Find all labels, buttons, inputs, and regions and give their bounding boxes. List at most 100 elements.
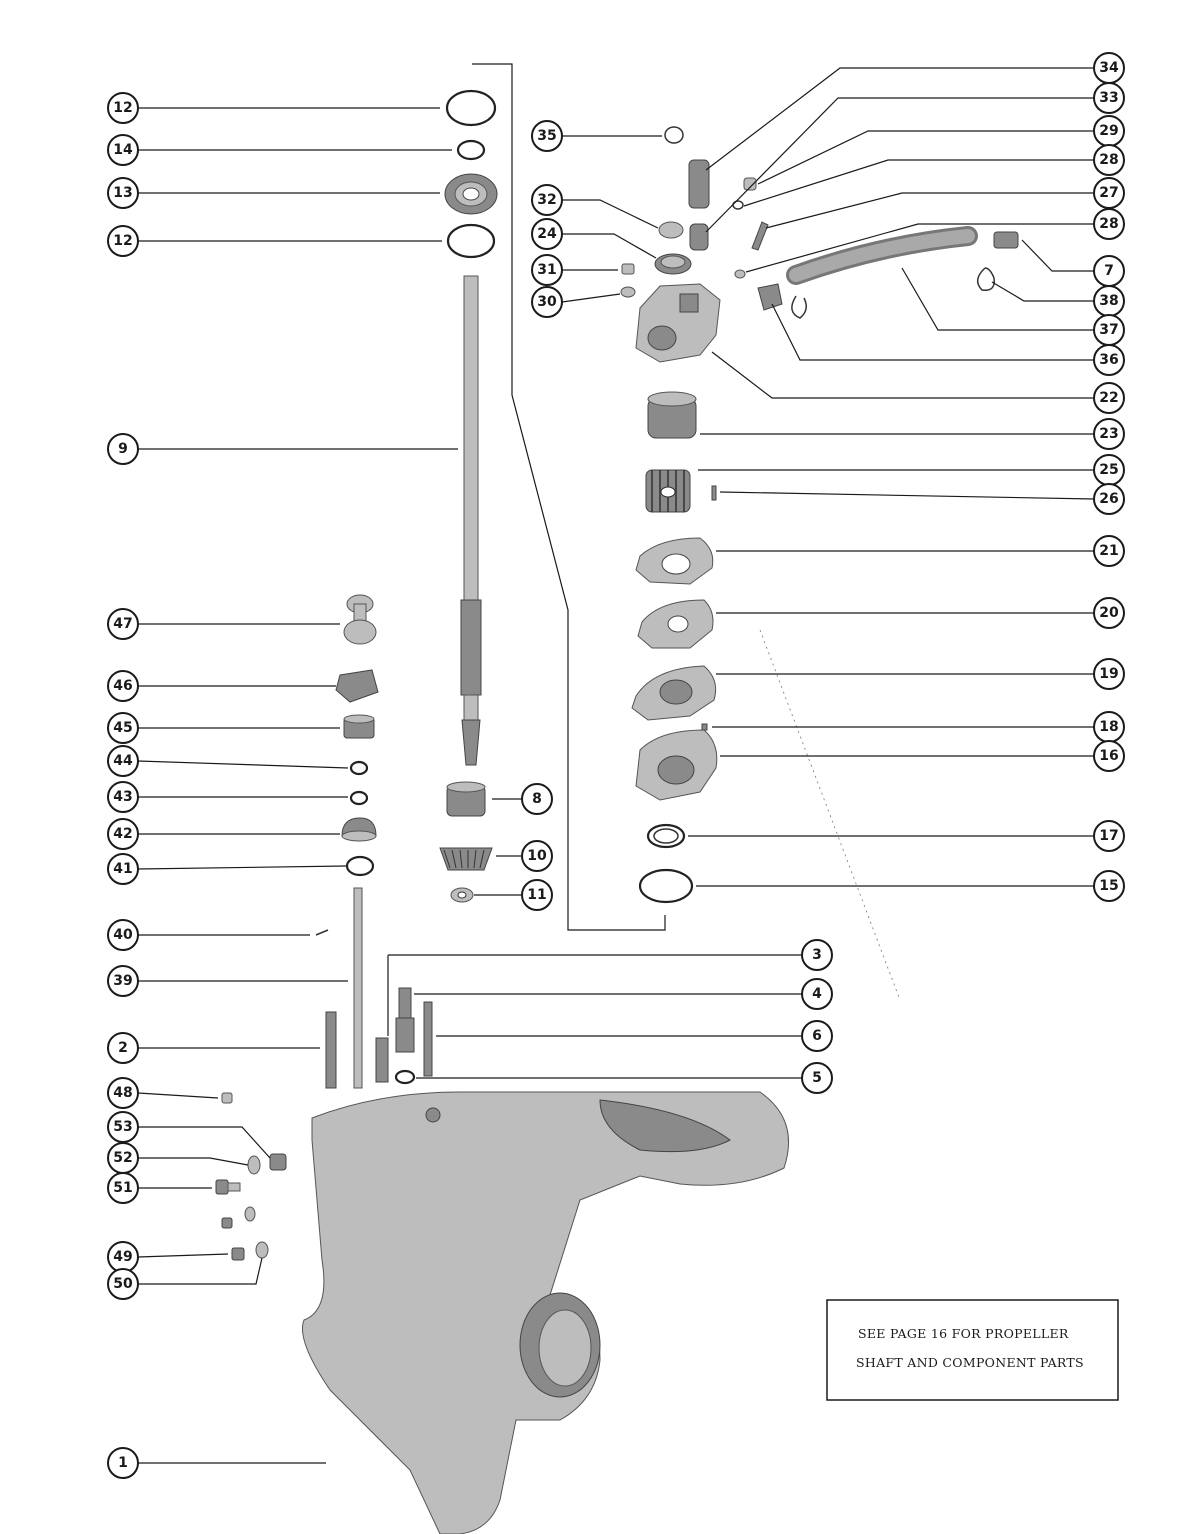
callout-10: 10 (521, 840, 553, 872)
callout-21: 21 (1093, 535, 1125, 567)
part-47-spool (343, 594, 377, 645)
svg-text:12: 12 (113, 233, 132, 249)
callout-4: 4 (801, 978, 833, 1010)
svg-text:53: 53 (113, 1119, 132, 1135)
callout-12: 12 (107, 92, 139, 124)
part-12-oring-top (445, 89, 497, 127)
part-39-shift-shaft (353, 887, 363, 1089)
part-50-washer (255, 1241, 269, 1259)
callout-12-second: 12 (107, 225, 139, 257)
svg-text:20: 20 (1099, 605, 1119, 621)
callout-8: 8 (521, 783, 553, 815)
svg-text:48: 48 (113, 1085, 132, 1101)
svg-text:35: 35 (537, 128, 556, 144)
leader-lines (137, 67, 1095, 1464)
part-4-dowel (395, 987, 415, 1053)
svg-text:8: 8 (532, 791, 542, 807)
svg-text:32: 32 (537, 192, 556, 208)
part-33-grommet (689, 223, 709, 251)
svg-text:7: 7 (1104, 263, 1114, 279)
svg-text:9: 9 (118, 441, 128, 457)
part-fitting-washer (244, 1206, 256, 1222)
part-45-bushing (343, 714, 375, 739)
svg-text:13: 13 (113, 185, 132, 201)
callout-41: 41 (107, 853, 139, 885)
part-42-retainer (341, 817, 377, 842)
part-14-ring (456, 139, 486, 161)
note-line-2: SHAFT AND COMPONENT PARTS (856, 1355, 1084, 1370)
callout-28: 28 (1093, 144, 1125, 176)
part-5-oring (394, 1069, 416, 1085)
callout-13: 13 (107, 177, 139, 209)
callout-52: 52 (107, 1142, 139, 1174)
callout-34: 34 (1093, 52, 1125, 84)
svg-text:17: 17 (1099, 828, 1118, 844)
callout-1: 1 (107, 1447, 139, 1479)
part-22-pump-housing (635, 283, 721, 363)
callout-11: 11 (521, 879, 553, 911)
part-52-washer (247, 1155, 261, 1175)
part-28-washer-2 (734, 269, 746, 279)
part-48-plug (221, 1092, 233, 1104)
alignment-line (759, 629, 901, 1001)
part-hose-clip (791, 295, 807, 319)
part-illustrations (215, 63, 1019, 1534)
part-53-screw (269, 1153, 287, 1171)
part-15-oring (638, 868, 694, 904)
svg-text:16: 16 (1099, 748, 1118, 764)
svg-text:29: 29 (1099, 123, 1118, 139)
callouts: 12 14 13 12 9 47 46 45 44 43 42 41 40 39… (107, 52, 1125, 1479)
part-30-washer (620, 286, 636, 298)
callout-33: 33 (1093, 82, 1125, 114)
callout-23: 23 (1093, 418, 1125, 450)
callout-32: 32 (531, 184, 563, 216)
callout-17: 17 (1093, 820, 1125, 852)
svg-text:14: 14 (113, 142, 133, 158)
svg-text:26: 26 (1099, 491, 1118, 507)
callout-48: 48 (107, 1077, 139, 1109)
callout-49: 49 (107, 1241, 139, 1273)
part-28-washer (732, 200, 744, 210)
callout-51: 51 (107, 1172, 139, 1204)
svg-text:1: 1 (118, 1455, 128, 1471)
callout-39: 39 (107, 965, 139, 997)
part-41-oring (345, 855, 375, 877)
part-35-oring (664, 126, 684, 144)
part-24-insert (654, 253, 692, 275)
note-line-1: SEE PAGE 16 FOR PROPELLER (858, 1326, 1069, 1341)
callout-19: 19 (1093, 658, 1125, 690)
part-38-clamp (976, 267, 995, 291)
callout-5: 5 (801, 1062, 833, 1094)
svg-text:15: 15 (1099, 878, 1118, 894)
part-12-oring-bottom (446, 223, 496, 259)
part-1-gear-housing (302, 1091, 790, 1534)
part-40-pin (315, 929, 329, 936)
svg-text:39: 39 (113, 973, 132, 989)
part-25-impeller (645, 469, 691, 513)
part-27-screw (751, 221, 769, 251)
svg-text:4: 4 (812, 986, 822, 1002)
svg-text:30: 30 (537, 294, 557, 310)
callout-43: 43 (107, 781, 139, 813)
svg-text:12: 12 (113, 100, 132, 116)
callout-27: 27 (1093, 177, 1125, 209)
part-fitting (221, 1217, 233, 1229)
svg-text:33: 33 (1099, 90, 1118, 106)
svg-text:47: 47 (113, 616, 132, 632)
callout-2: 2 (107, 1032, 139, 1064)
callout-46: 46 (107, 670, 139, 702)
svg-text:42: 42 (113, 826, 132, 842)
svg-text:41: 41 (113, 861, 132, 877)
svg-text:50: 50 (113, 1276, 133, 1292)
callout-38: 38 (1093, 285, 1125, 317)
part-43-washer (349, 790, 369, 806)
callout-6: 6 (801, 1020, 833, 1052)
svg-text:40: 40 (113, 927, 133, 943)
callout-35: 35 (531, 120, 563, 152)
svg-text:28: 28 (1099, 216, 1118, 232)
part-3-stud (375, 1037, 389, 1083)
callout-25: 25 (1093, 454, 1125, 486)
part-17-seal (646, 823, 686, 849)
part-9-drive-shaft (460, 275, 482, 766)
part-51-screw (215, 1179, 241, 1195)
